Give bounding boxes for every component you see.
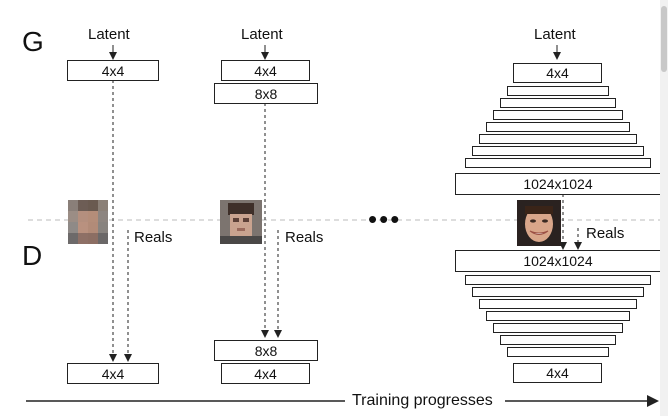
latent-label: Latent xyxy=(88,26,130,43)
latent-label: Latent xyxy=(534,26,576,43)
reals-label: Reals xyxy=(285,229,323,246)
face-photo-1024-icon xyxy=(517,200,561,246)
face-thumbnail-4x4-icon xyxy=(68,200,108,244)
discriminator-label: D xyxy=(22,240,42,272)
vertical-scrollbar[interactable] xyxy=(660,0,668,416)
g-layer xyxy=(479,134,637,144)
d-block-4x4: 4x4 xyxy=(67,363,159,384)
g-block-8x8: 8x8 xyxy=(214,83,318,104)
d-block-4x4: 4x4 xyxy=(221,363,310,384)
g-layer xyxy=(500,98,616,108)
g-layer xyxy=(507,86,609,96)
latent-label: Latent xyxy=(241,26,283,43)
d-block-8x8: 8x8 xyxy=(214,340,318,361)
g-layer xyxy=(465,158,651,168)
d-block-4x4: 4x4 xyxy=(513,363,602,383)
reals-label: Reals xyxy=(134,229,172,246)
d-layer xyxy=(472,287,644,297)
training-progresses-label: Training progresses xyxy=(352,392,493,410)
g-block-1024x1024: 1024x1024 xyxy=(455,173,661,195)
ellipsis: ••• xyxy=(368,204,401,235)
g-layer xyxy=(493,110,623,120)
g-block-4x4: 4x4 xyxy=(67,60,159,81)
g-block-4x4: 4x4 xyxy=(513,63,602,83)
d-block-1024x1024: 1024x1024 xyxy=(455,250,661,272)
face-thumbnail-8x8-icon xyxy=(220,200,262,244)
g-layer xyxy=(486,122,630,132)
d-layer xyxy=(479,299,637,309)
g-block-4x4: 4x4 xyxy=(221,60,310,81)
d-layer xyxy=(500,335,616,345)
d-layer xyxy=(465,275,651,285)
d-layer xyxy=(507,347,609,357)
d-layer xyxy=(493,323,623,333)
g-layer xyxy=(472,146,644,156)
generator-label: G xyxy=(22,26,44,58)
d-layer xyxy=(486,311,630,321)
reals-label: Reals xyxy=(586,225,624,242)
scrollbar-thumb[interactable] xyxy=(661,6,667,72)
